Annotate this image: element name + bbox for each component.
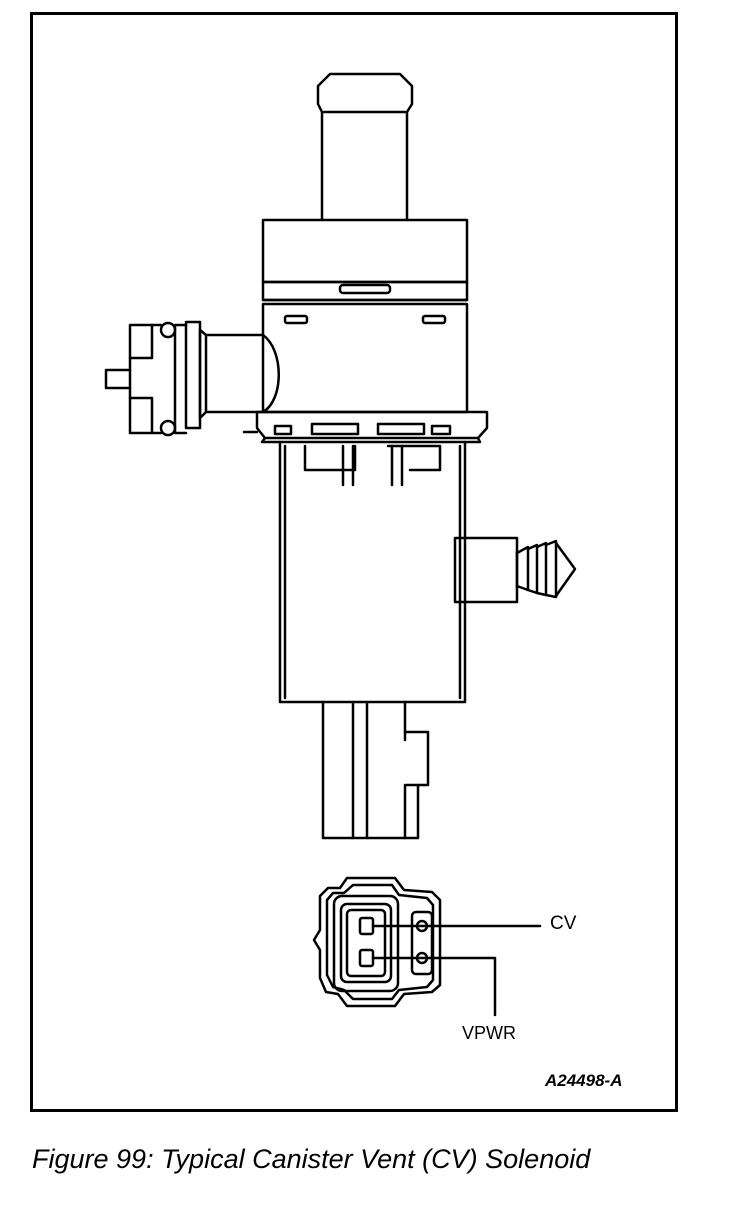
figure-caption: Figure 99: Typical Canister Vent (CV) So… <box>32 1144 591 1174</box>
middle-housing <box>261 302 469 414</box>
top-port <box>316 72 414 222</box>
leader-lines <box>371 924 542 1017</box>
cv-label: CV <box>550 913 577 934</box>
figure-frame <box>30 12 678 1112</box>
vpwr-label: VPWR <box>462 1023 516 1043</box>
figure-id-label: A24498-A <box>545 1071 623 1090</box>
barbed-nipple <box>453 536 577 604</box>
solenoid-body <box>278 440 467 704</box>
bottom-connector <box>321 700 430 840</box>
side-vent-port <box>104 320 280 437</box>
mounting-flange <box>242 410 489 444</box>
upper-housing <box>261 218 469 302</box>
vpwr-leader-line <box>371 956 497 1017</box>
connector-pinout <box>312 876 442 1008</box>
